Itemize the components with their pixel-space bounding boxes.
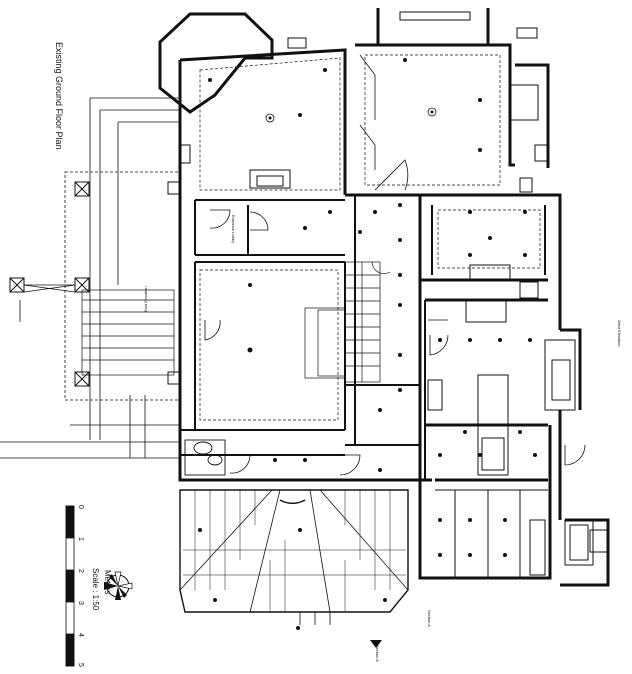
scale-tick-1: 1	[77, 537, 84, 541]
scale-tick-2: 2	[77, 569, 84, 573]
section-marker-bottom: Section A	[375, 645, 380, 662]
scale-tick-0: 0	[77, 505, 84, 509]
ceiling-outlines	[199, 54, 541, 421]
conservatory-rafters	[194, 490, 391, 612]
scale-tick-4: 4	[77, 633, 84, 637]
site-lines	[0, 97, 181, 459]
staircase	[304, 261, 391, 383]
porch-steps	[23, 284, 175, 376]
entrance-lobby-label: Entrance Lobby	[231, 215, 236, 243]
west-elevation-label: West Elevation	[617, 320, 622, 347]
door-swings	[204, 54, 586, 476]
kitchen-fittings	[427, 374, 609, 578]
scale-tick-5: 5	[77, 663, 84, 667]
drawing-title: Existing Ground Floor Plan	[54, 42, 64, 150]
bathroom-fixtures	[184, 439, 226, 476]
top-room-features	[179, 11, 576, 411]
section-arrow-icon	[370, 640, 382, 648]
scale-bar	[65, 505, 75, 667]
section-a-label: Section A	[427, 610, 432, 627]
scale-ratio: Scale : 1:50	[91, 568, 100, 611]
scale-tick-3: 3	[77, 601, 84, 605]
east-elevation-label: East Elevation	[143, 286, 148, 312]
conservatory	[179, 489, 409, 625]
north-arrow-compass-icon	[104, 571, 133, 600]
light-fixtures	[198, 58, 537, 630]
